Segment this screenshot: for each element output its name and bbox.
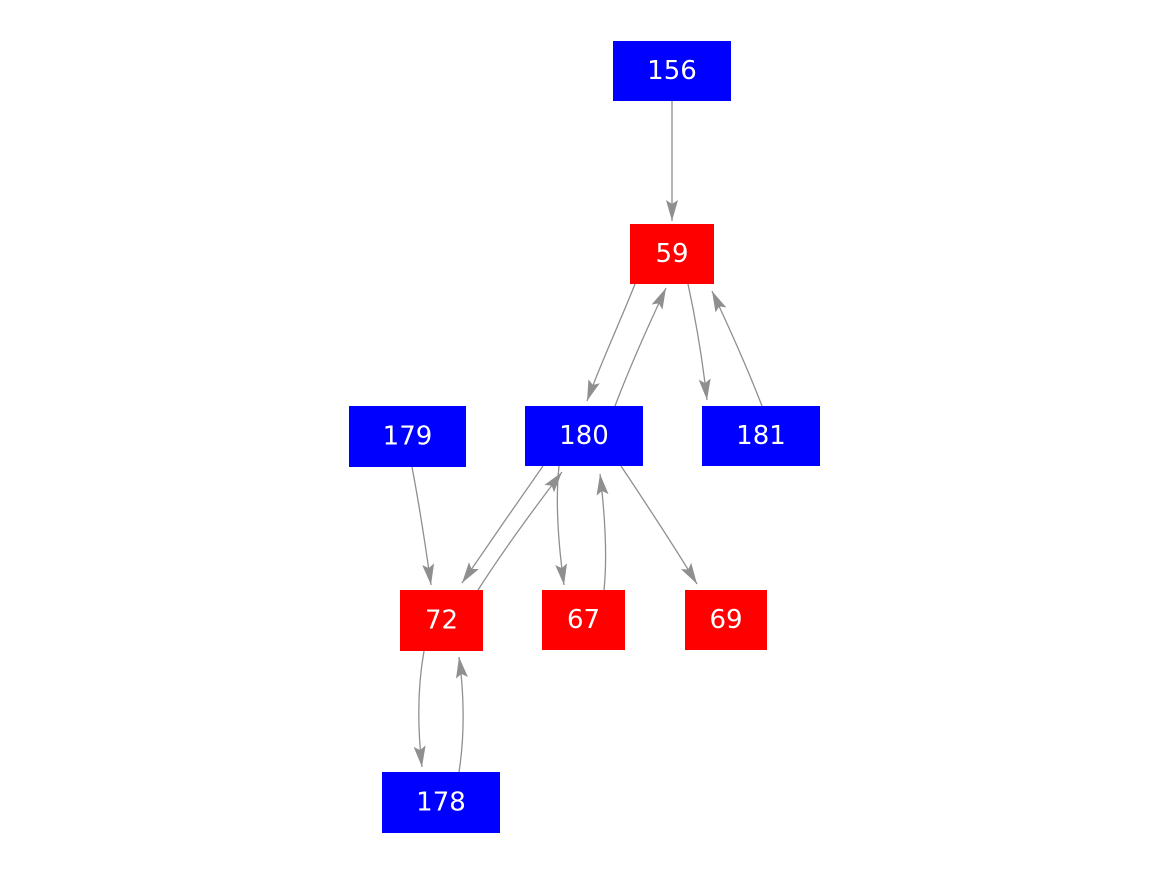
edge-67-to-180 xyxy=(596,473,609,591)
node-181: 181 xyxy=(702,406,820,466)
node-178: 178 xyxy=(382,772,500,833)
node-67: 67 xyxy=(542,590,625,650)
edge-179-to-72 xyxy=(411,466,435,586)
node-181-box xyxy=(702,406,820,466)
edge-72-to-180 xyxy=(477,471,563,591)
node-156-box xyxy=(613,41,731,101)
node-179-box xyxy=(349,406,466,467)
edge-layer xyxy=(411,101,763,773)
node-59-label: 59 xyxy=(655,239,688,269)
edge-181-to-59 xyxy=(711,290,763,407)
node-layer: 156 59 179 180 181 72 67 69 178 xyxy=(349,41,820,833)
node-180-label: 180 xyxy=(559,421,609,451)
edge-180-to-72 xyxy=(461,465,544,584)
edge-180-to-69 xyxy=(620,465,698,585)
node-156-label: 156 xyxy=(647,56,697,86)
node-69: 69 xyxy=(685,590,767,650)
node-59: 59 xyxy=(630,224,714,284)
edge-180-to-59 xyxy=(614,287,667,407)
node-59-box xyxy=(630,224,714,284)
node-72: 72 xyxy=(400,590,483,651)
edge-178-to-72 xyxy=(456,656,468,773)
node-156: 156 xyxy=(613,41,731,101)
node-180-box xyxy=(525,406,643,466)
node-179-label: 179 xyxy=(383,422,433,452)
edge-180-to-67 xyxy=(555,465,568,586)
edge-59-to-181 xyxy=(687,283,711,401)
node-67-box xyxy=(542,590,625,650)
node-178-box xyxy=(382,772,500,833)
node-178-label: 178 xyxy=(416,788,466,818)
edge-59-to-180 xyxy=(586,283,636,402)
node-181-label: 181 xyxy=(736,421,786,451)
node-72-label: 72 xyxy=(425,606,458,636)
node-67-label: 67 xyxy=(567,605,600,635)
node-72-box xyxy=(400,590,483,651)
node-180: 180 xyxy=(525,406,643,466)
node-179: 179 xyxy=(349,406,466,467)
edge-72-to-178 xyxy=(413,650,426,768)
node-69-box xyxy=(685,590,767,650)
node-69-label: 69 xyxy=(709,605,742,635)
